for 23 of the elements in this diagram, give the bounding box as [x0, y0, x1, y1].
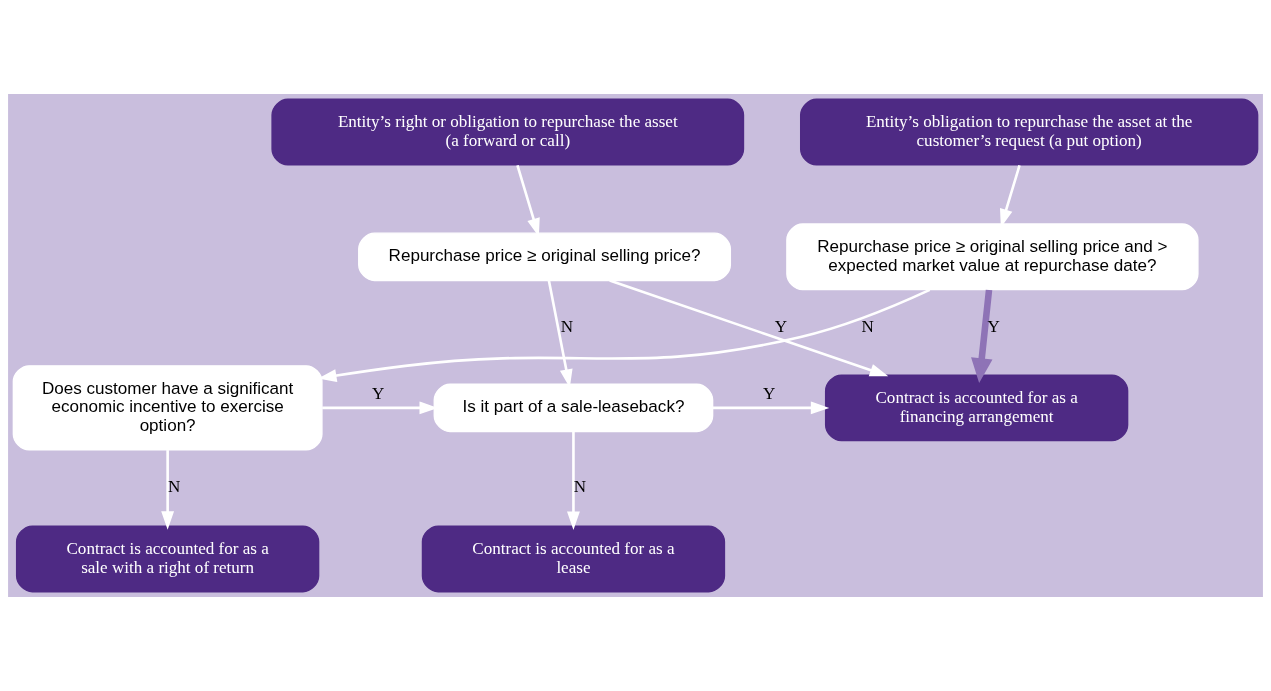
arrow: [567, 431, 580, 530]
edge-label: Y: [371, 384, 385, 404]
edge-label: N: [560, 317, 574, 337]
node-box: Entity’s obligation to repurchase the asset at the customer’s request (a put option): [800, 98, 1259, 166]
arrow: [609, 279, 889, 377]
node-box: Repurchase price ≥ original selling price?: [358, 232, 732, 282]
arrow: [161, 450, 175, 530]
node-box: Contract is accounted for as a financing arrangement: [824, 374, 1129, 442]
edge-label: N: [573, 477, 587, 497]
arrow: [712, 401, 830, 415]
node-box: Entity’s right or obligation to repurchase the asset (a forward or call): [271, 98, 745, 166]
arrow: [318, 288, 931, 382]
node-box: Is it part of a sale-leaseback?: [433, 383, 714, 433]
node-box: Does customer have a significant economic incentive to exercise option?: [12, 365, 323, 451]
node-box: Repurchase price ≥ original selling price and > expected market value at repurchase date?: [786, 223, 1199, 291]
edge-label: Y: [762, 384, 776, 404]
edge-label: N: [861, 317, 874, 337]
edge-label: N: [168, 477, 181, 497]
edge-label: Y: [987, 317, 1000, 337]
edge-label: Y: [774, 317, 788, 337]
arrow: [971, 289, 993, 383]
node-box: Contract is accounted for as a sale with a right of return: [15, 525, 320, 593]
node-box: Contract is accounted for as a lease: [421, 525, 726, 593]
